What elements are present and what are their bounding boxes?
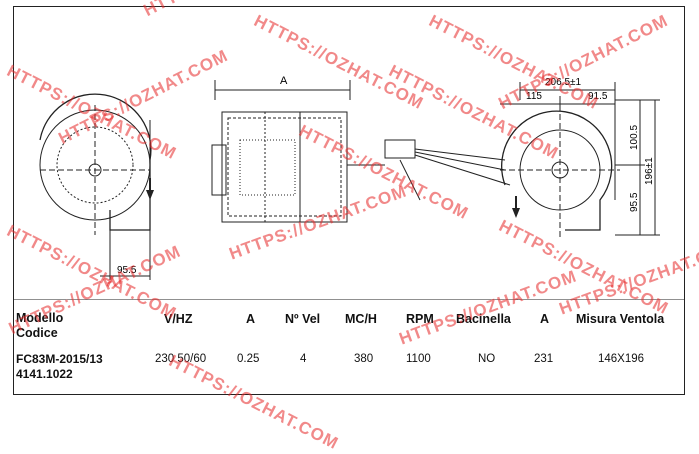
row-mch: 380	[354, 353, 374, 365]
row-bacinella: NO	[478, 353, 496, 365]
header-a2: A	[540, 312, 550, 326]
technical-drawing: 95.5 A 206.	[14, 75, 684, 300]
header-rpm: RPM	[406, 312, 434, 326]
front-view-right	[500, 82, 660, 240]
header-mch: MC/H	[345, 312, 377, 326]
header-bacinella: Bacinella	[456, 312, 511, 326]
row-codice: 4141.1022	[16, 367, 73, 381]
row-misura: 146X196	[598, 353, 645, 365]
dim-left-95-5: 95.5	[117, 265, 137, 276]
row-a2: 231	[534, 353, 554, 365]
row-rpm: 1100	[406, 353, 431, 365]
row-nvel: 4	[300, 353, 307, 365]
front-view-left	[39, 93, 154, 280]
header-vhz: V/HZ	[164, 312, 193, 326]
row-vhz: 230 50/60	[155, 353, 207, 365]
row-a: 0.25	[237, 353, 260, 365]
row-modello: FC83M-2015/13	[16, 352, 103, 366]
dim-206-5: 206.5±1	[545, 77, 582, 88]
dim-95-5-right: 95.5	[629, 192, 640, 212]
dim-91-5: 91.5	[588, 91, 608, 102]
header-codice: Codice	[16, 326, 58, 340]
header-nvel: Nº Vel	[285, 312, 321, 326]
side-view-center	[211, 80, 511, 223]
drawing-frame	[13, 6, 685, 395]
dim-100-5: 100.5	[629, 125, 640, 150]
dim-115: 115	[526, 91, 542, 102]
header-a: A	[246, 312, 256, 326]
header-modello: Modello	[16, 311, 64, 325]
header-misura: Misura Ventola	[576, 312, 665, 326]
dim-196: 196±1	[644, 157, 655, 185]
dim-overall-a: A	[280, 75, 288, 87]
